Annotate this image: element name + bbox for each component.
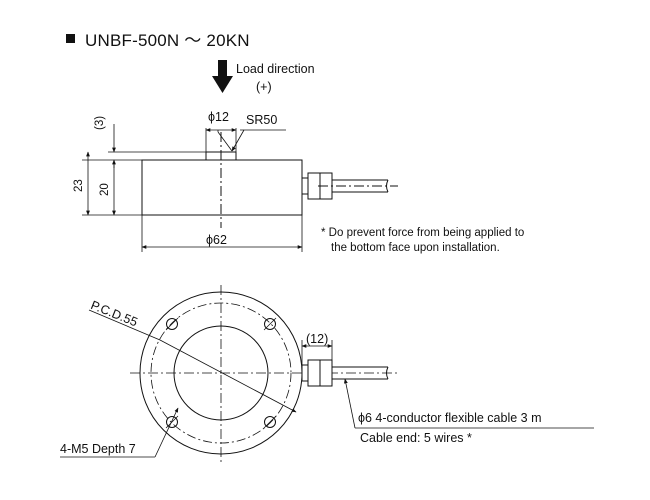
installation-note: * Do prevent force from being applied to… [321,226,524,256]
dim-sphere-radius: SR50 [246,113,278,127]
dim-pin-diameter: ϕ12 [208,110,229,124]
dim-body-diameter: ϕ62 [206,233,227,247]
dim-body-height: 20 [99,183,111,196]
note-line-1: * Do prevent force from being applied to [321,227,525,239]
cable-spec: ϕ6 4-conductor flexible cable 3 m [358,411,542,425]
dim-total-height: 23 [73,179,85,192]
body-outline [141,159,303,216]
cable-end-note: Cable end: 5 wires * [360,431,472,445]
load-direction-sign: (+) [256,80,272,94]
load-direction-label: Load direction [236,62,315,76]
side-view [82,124,398,252]
model-title: UNBF-500N ～ 20KN [85,31,250,50]
mounting-holes-label: 4-M5 Depth 7 [60,442,136,456]
dim-connector-length: (12) [306,332,329,346]
dim-pin-height: (3) [94,115,106,130]
connector-base [301,177,309,195]
mounting-hole-icon [165,317,277,429]
note-line-2: the bottom face upon installation. [331,242,500,254]
header: UNBF-500N ～ 20KN [66,26,250,51]
load-arrow-icon [212,60,233,93]
top-view [60,285,594,462]
square-bullet-icon [66,34,75,43]
